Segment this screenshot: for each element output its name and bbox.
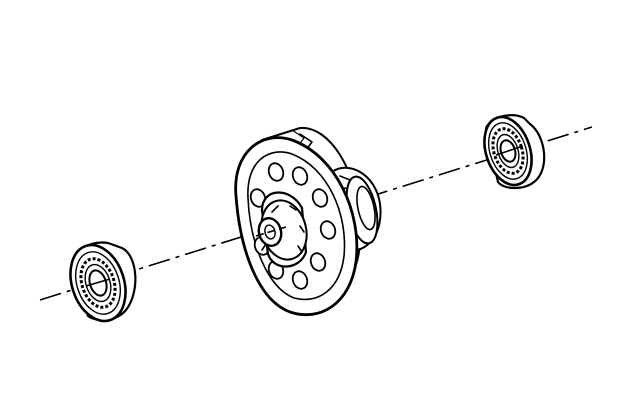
- differential-assembly: [234, 126, 382, 317]
- centerline-overlay: [85, 146, 521, 287]
- bolt-holes: [249, 162, 337, 290]
